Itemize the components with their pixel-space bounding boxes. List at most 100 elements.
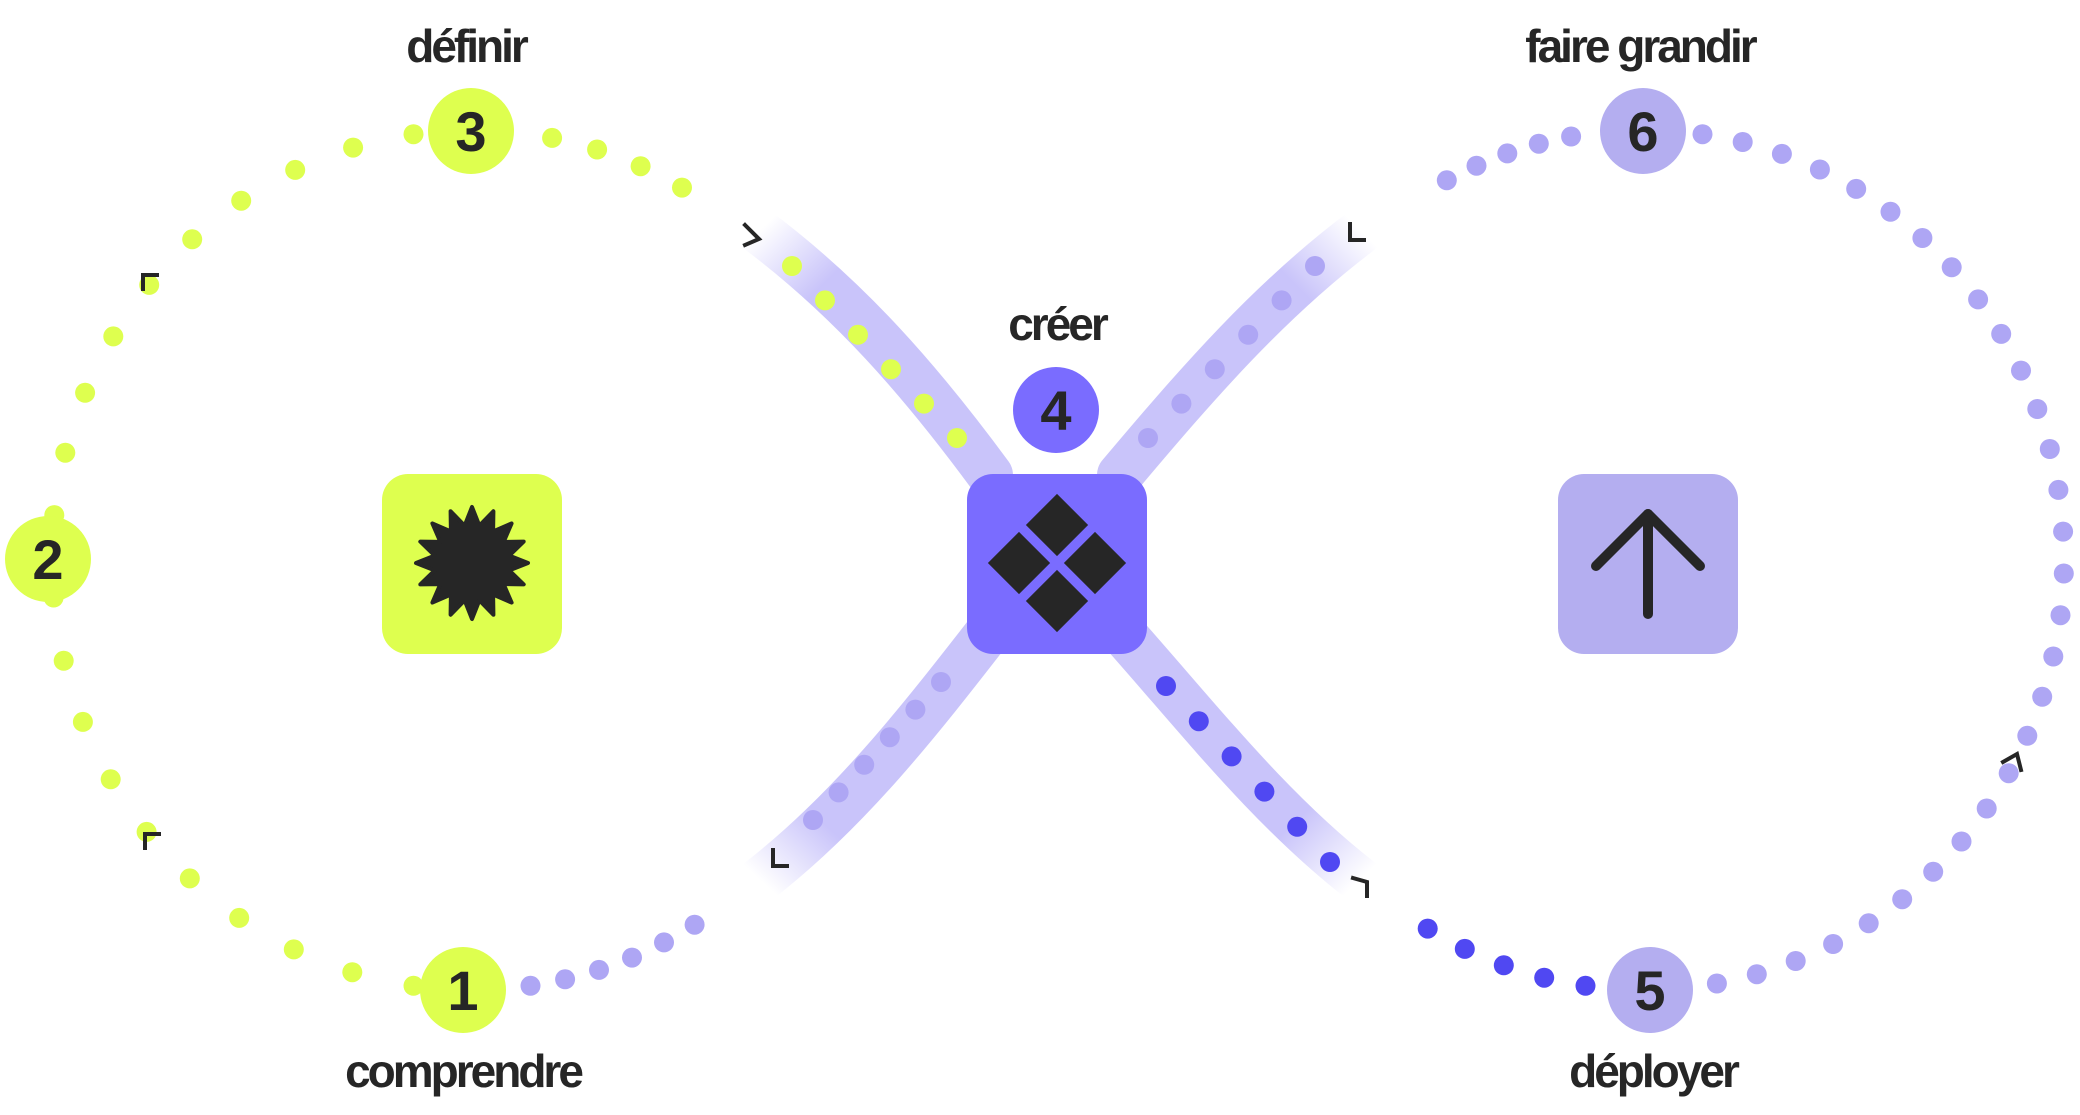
chevron-icon [1348,222,1366,242]
loop-dot [285,159,306,180]
loop-dot [828,782,849,803]
loop-dot [1156,676,1176,696]
loop-dot [1528,133,1549,154]
loop-dot [1923,861,1944,882]
loop-dot [1436,170,1457,191]
loop-dot [587,139,608,160]
stage-5-number: 5 [1634,959,1665,1022]
chevron-icon [742,222,763,248]
loop-dot [2032,686,2053,707]
loop-dot [1575,975,1596,996]
chevron-icon [1350,875,1369,898]
loop-dot [672,177,692,198]
loop-dot [403,124,424,145]
loop-dot [630,156,651,177]
loop-dot [1493,955,1514,976]
loop-dot [179,868,200,889]
loop-dot [1912,228,1933,248]
loop-dot [2039,439,2060,459]
center-tile [967,474,1147,654]
band-bottom-left [737,607,1013,903]
loop-dot [182,229,203,250]
loop-dot [1692,124,1713,145]
loop-dot [55,442,76,463]
loop-dot [403,975,424,996]
loop-dot [1706,973,1727,994]
loop-dot [905,699,926,720]
chevron-icon [771,848,789,868]
loop-dot [1221,746,1242,767]
loop-dot [622,947,642,968]
arrow-up-icon [1591,509,1705,619]
loop-dot [1417,918,1438,939]
loop-dot [2050,605,2071,626]
loop-dot [589,959,609,980]
loop-dot [75,382,96,403]
loop-dot [1771,143,1792,164]
loop-dot [947,428,967,448]
stage-5: 5 déployer [1569,947,1743,1097]
loop-dot [1138,428,1158,448]
loop-dot [815,290,835,311]
dotted-loop [43,124,2074,996]
loop-dot [1846,178,1867,199]
stage-3-number: 3 [455,100,486,163]
stage-4: 4 créer [1008,298,1112,453]
loop-dot [2043,646,2064,667]
loop-dot [1858,913,1879,934]
loop-dot [136,821,157,842]
stage-3-label: définir [406,20,529,72]
loop-dot [53,650,74,671]
loop-dot [555,969,576,990]
loop-dot [72,711,93,732]
stage-6: 6 faire grandir [1525,20,1761,174]
chevron-icon [143,832,161,850]
loop-dot [1880,201,1901,222]
loop-dot [2053,563,2074,584]
starburst-icon [414,505,530,621]
loop-dot [1497,143,1518,164]
loop-dot [1991,323,2012,344]
loop-dot [1534,967,1555,988]
loop-dot [2027,399,2048,419]
loop-dot [1561,126,1582,147]
loop-dot [854,754,875,775]
loop-dot [542,127,563,148]
stage-5-label: déployer [1569,1045,1740,1097]
loop-dot [1254,781,1275,802]
loop-dot [2048,479,2069,500]
loop-dot [1204,359,1225,380]
loop-dot [100,769,121,790]
loop-dot [1809,159,1830,180]
loop-dot [1305,256,1325,276]
loop-dot [1320,852,1340,872]
loop-dot [1968,289,1989,310]
loop-dot [231,190,252,211]
chevron-icon [2000,750,2024,773]
loop-dot [1732,132,1753,152]
loop-dot [931,672,951,692]
loop-dot [1454,938,1475,959]
loop-dot [654,932,674,953]
stage-6-number: 6 [1627,100,1658,163]
stage-2-number: 2 [32,528,63,591]
stage-6-label: faire grandir [1525,20,1758,72]
left-tile [382,474,562,654]
stage-1: 1 comprendre [345,947,586,1097]
loop-dot [2011,360,2031,381]
loop-dot [1823,934,1844,954]
stage-1-number: 1 [447,959,478,1022]
loop-dot [1976,798,1997,819]
stage-3: 3 définir [406,20,532,174]
loop-dot [684,914,705,935]
loop-dot [1238,324,1259,345]
loop-dot [1746,964,1767,985]
loop-dot [520,975,541,996]
direction-markers [141,222,2024,898]
loop-dot [782,256,802,276]
stage-1-label: comprendre [345,1045,583,1097]
loop-dot [803,810,823,830]
loop-dot [1998,763,2019,784]
stage-4-label: créer [1008,298,1109,350]
